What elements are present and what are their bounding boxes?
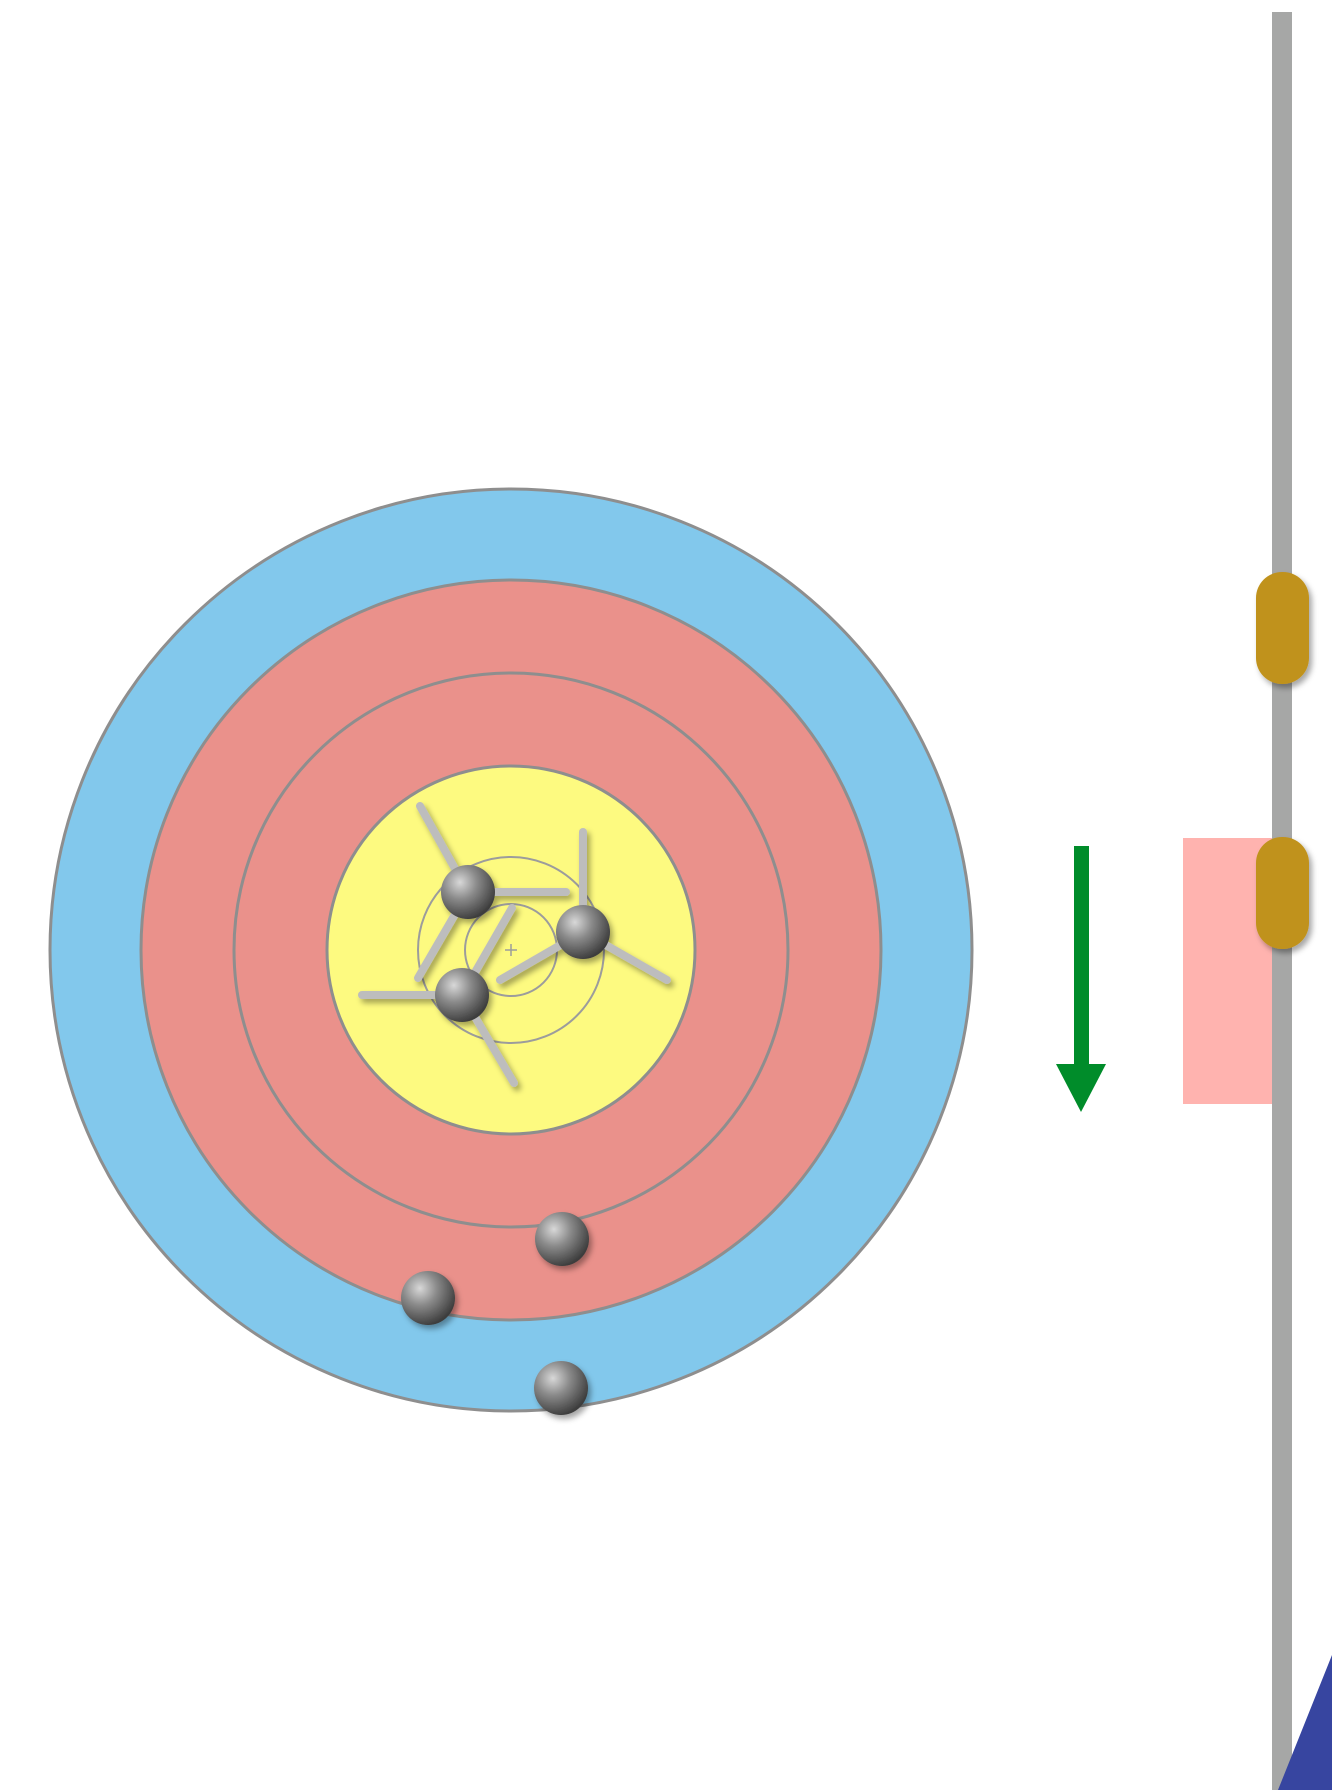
down-arrow-icon — [1056, 846, 1106, 1112]
sight-pin-lower — [1256, 837, 1309, 949]
arrow-nock-2 — [496, 828, 671, 984]
target-center-cross — [505, 944, 517, 956]
arrow-nock-6 — [534, 1361, 588, 1415]
corner-shape — [1278, 1655, 1332, 1790]
arrow-nock-5 — [401, 1271, 455, 1325]
sight-pin-upper — [1256, 572, 1309, 684]
target-inner-ring-9 — [417, 856, 605, 1044]
arrow-group-low — [401, 1212, 589, 1415]
arrow-nock-1 — [414, 802, 570, 982]
arrow-group-gold — [358, 802, 671, 1087]
arrow-nock-4 — [535, 1212, 589, 1266]
sight-bar — [1183, 12, 1309, 1790]
arrow-nock-3 — [358, 904, 518, 1087]
archery-target — [48, 487, 974, 1413]
